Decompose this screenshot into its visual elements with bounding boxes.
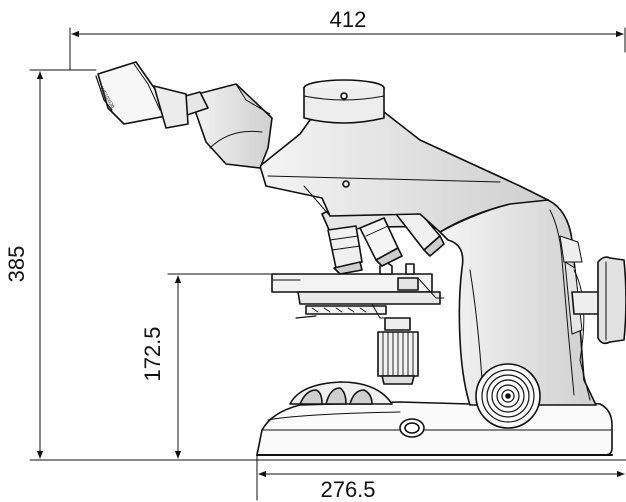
microscope-head	[259, 111, 549, 233]
dimension-height-385: 385	[4, 69, 626, 461]
microscope-body: WF10X/20	[95, 61, 626, 456]
light-intensity-knob	[475, 363, 541, 429]
power-switch	[399, 418, 425, 438]
binocular-tube	[177, 83, 273, 169]
objective-lens-left	[327, 225, 363, 275]
mechanical-stage	[271, 261, 445, 319]
focus-knob	[571, 256, 626, 345]
dimension-depth-276-5: 276.5	[256, 451, 625, 502]
substage-focus-knob	[377, 317, 419, 385]
dimension-label-depth: 276.5	[320, 477, 375, 502]
dimension-label-height: 385	[4, 246, 29, 283]
microscope-base	[256, 401, 613, 456]
microscope-arm	[439, 199, 597, 406]
eyepiece: WF10X/20	[95, 61, 189, 129]
dimension-label-stage: 172.5	[140, 326, 165, 381]
dimension-stage-172-5: 172.5	[140, 273, 273, 459]
objective-lens-center	[359, 217, 403, 267]
dimension-label-width: 412	[330, 7, 367, 32]
field-lens-housing	[289, 381, 393, 405]
trinocular-port	[303, 79, 385, 124]
dimension-width-412: 412	[69, 7, 626, 71]
